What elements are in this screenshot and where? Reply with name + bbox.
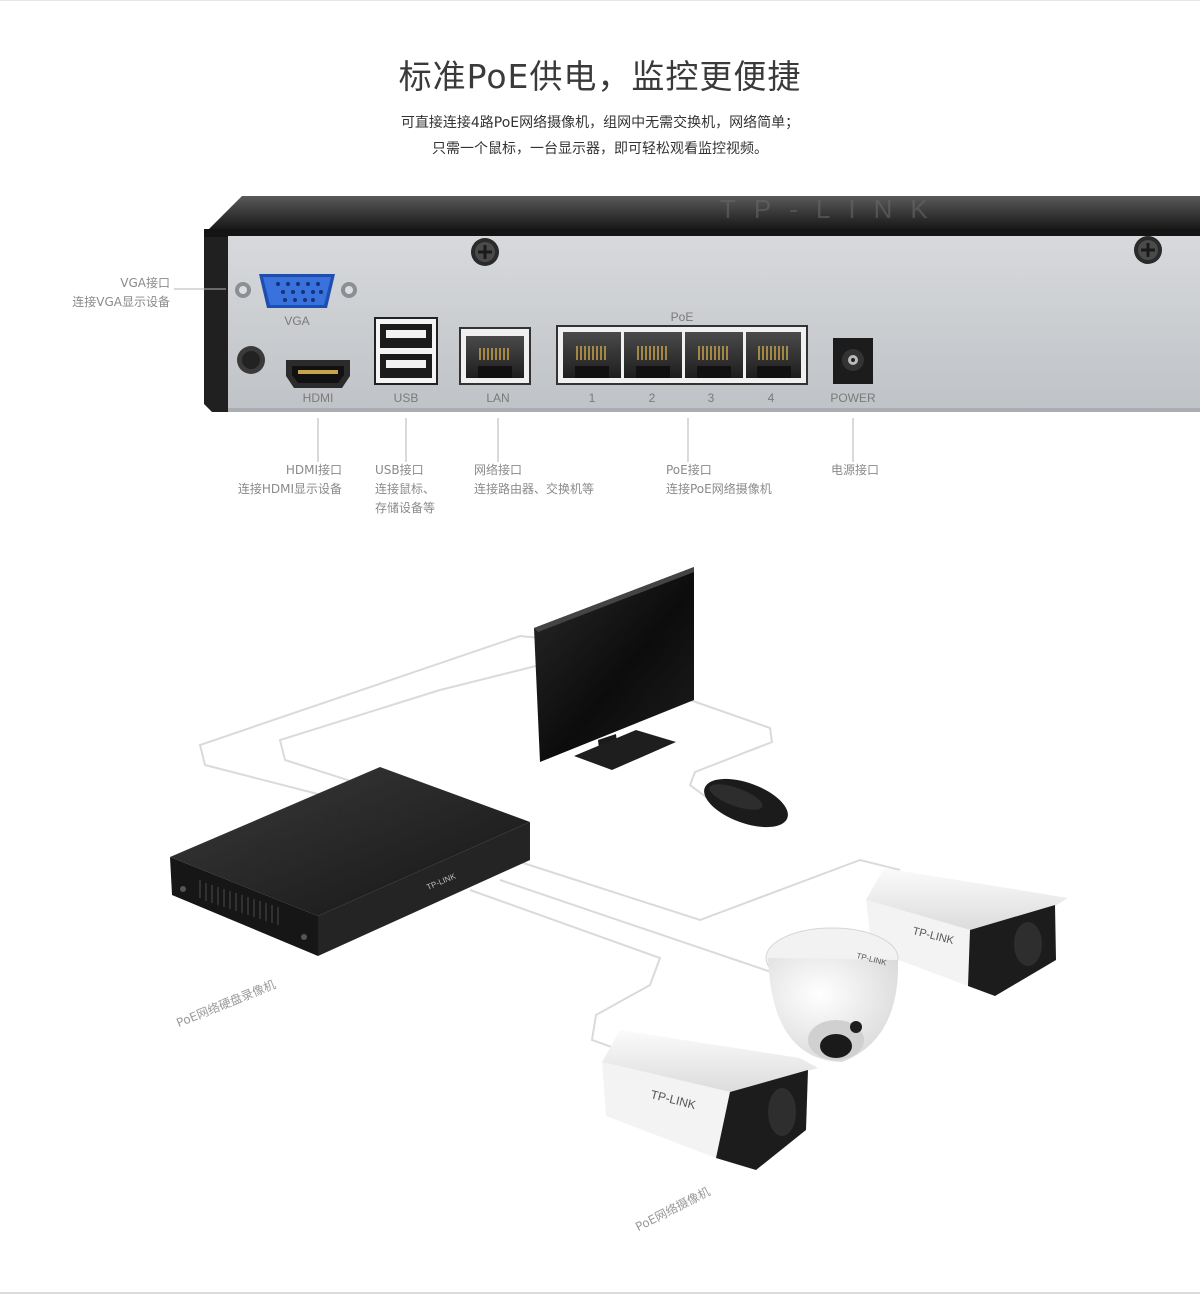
monitor	[534, 567, 694, 770]
power-label: POWER	[830, 391, 876, 405]
vga-annotation-title: VGA接口	[120, 276, 170, 290]
rear-panel-illustration: TP-LINK VGA HDMI	[174, 194, 1200, 462]
power-annotation: 电源接口	[831, 461, 879, 480]
dome-camera: TP-LINK	[765, 927, 899, 1062]
poe-2-label: 2	[649, 391, 656, 405]
cable-monitor-vga	[198, 634, 561, 811]
nvr-device: TP-LINK TP-LINK	[170, 767, 530, 956]
chassis-top	[208, 196, 1200, 230]
poe-port-1	[563, 332, 621, 378]
chassis-frame	[204, 229, 1200, 237]
poe-1-label: 1	[589, 391, 596, 405]
power-annotation-title: 电源接口	[831, 463, 880, 477]
screw-1	[471, 238, 499, 266]
cable-camera-left	[469, 889, 662, 1051]
poe-4-label: 4	[768, 391, 775, 405]
bullet-camera-right: TP-LINK	[866, 868, 1068, 996]
bottom-divider	[0, 1292, 1200, 1294]
poe-annotation-title: PoE接口	[666, 463, 712, 477]
usb-port	[374, 317, 438, 385]
vga-port	[235, 274, 357, 308]
hdmi-annotation: HDMI接口 连接HDMI显示设备	[220, 461, 342, 499]
hdmi-port	[286, 360, 350, 388]
chassis-side	[204, 230, 228, 412]
hdmi-annotation-title: HDMI接口	[285, 463, 342, 477]
monitor-stand-base	[574, 730, 676, 770]
power-port	[833, 338, 873, 384]
poe-annotation: PoE接口 连接PoE网络摄像机	[666, 461, 772, 499]
lan-annotation: 网络接口 连接路由器、交换机等	[474, 461, 594, 499]
lan-label: LAN	[486, 391, 509, 405]
nvr-power-dot	[180, 886, 186, 892]
usb-annotation-desc-2: 存储设备等	[375, 501, 436, 515]
poe-port-2	[624, 332, 682, 378]
power-switch-knob	[237, 346, 265, 374]
cable-dome	[499, 879, 781, 976]
poe-port-4	[746, 332, 801, 378]
cable-monitor-hdmi	[278, 659, 561, 801]
subtitle-line-1: 可直接连接4路PoE网络摄像机，组网中无需交换机，网络简单；	[400, 115, 800, 131]
poe-annotation-desc: 连接PoE网络摄像机	[666, 482, 772, 496]
usb-annotation: USB接口 连接鼠标、 存储设备等	[375, 461, 435, 518]
lan-annotation-desc: 连接路由器、交换机等	[474, 482, 595, 496]
vga-label: VGA	[284, 314, 309, 328]
page-title: 标准PoE供电，监控更便捷	[398, 57, 802, 96]
poe-3-label: 3	[708, 391, 715, 405]
mouse	[704, 778, 788, 828]
usb-annotation-title: USB接口	[375, 463, 424, 477]
top-divider	[0, 0, 1200, 1]
page-subtitle: 可直接连接4路PoE网络摄像机，组网中无需交换机，网络简单； 只需一个鼠标，一台…	[0, 110, 1200, 162]
vga-annotation-desc: 连接VGA显示设备	[72, 295, 170, 309]
usb-annotation-desc: 连接鼠标、	[375, 482, 436, 496]
lan-port	[459, 327, 531, 385]
lan-annotation-title: 网络接口	[474, 463, 523, 477]
poe-group-label: PoE	[671, 310, 694, 324]
hdmi-annotation-desc: 连接HDMI显示设备	[237, 482, 342, 496]
screw-2	[1134, 236, 1162, 264]
vga-annotation: VGA接口 连接VGA显示设备	[60, 274, 170, 312]
poe-port-3	[685, 332, 743, 378]
chassis-logo: TP-LINK	[720, 194, 946, 224]
subtitle-line-2: 只需一个鼠标，一台显示器，即可轻松观看监控视频。	[432, 141, 768, 157]
hdmi-label: HDMI	[303, 391, 334, 405]
usb-label: USB	[394, 391, 419, 405]
cables	[198, 634, 901, 1051]
bullet-camera-left: TP-LINK	[602, 1030, 818, 1170]
cable-mouse	[688, 699, 774, 801]
nvr-led-dot	[301, 934, 307, 940]
cable-camera-right	[519, 858, 901, 922]
